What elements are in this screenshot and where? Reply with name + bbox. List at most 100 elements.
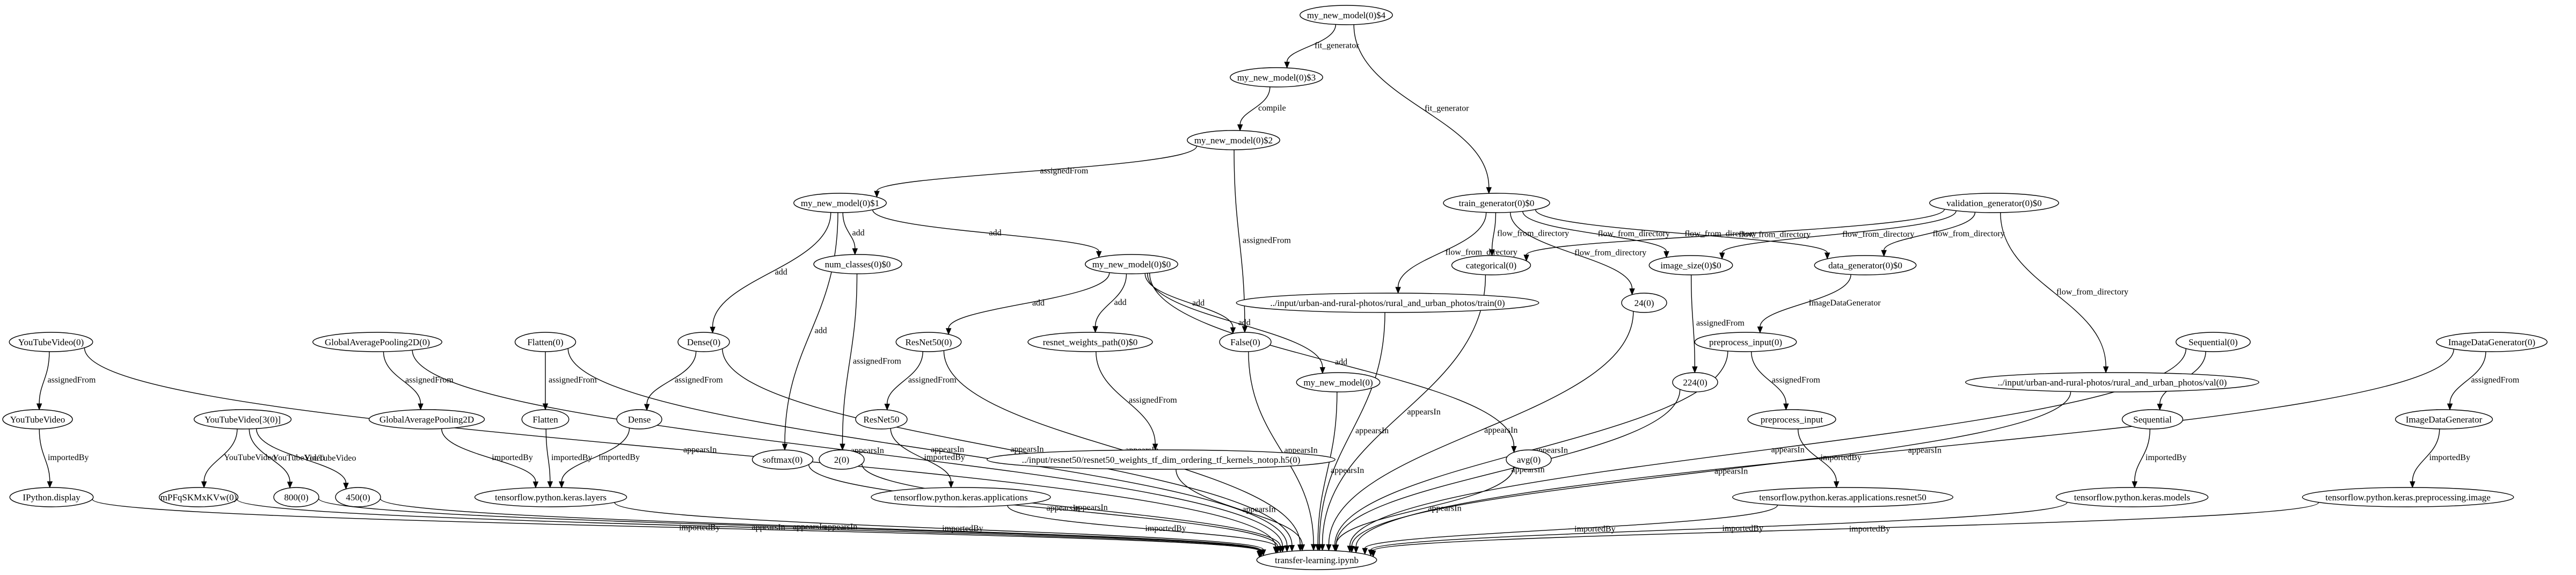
edge-m0-to-rwp: add — [1092, 273, 1127, 333]
node-label: my_new_model(0)$3 — [1237, 72, 1316, 83]
edge-line — [318, 498, 1261, 551]
edge-n800-to-tl: appearsIn — [318, 498, 1264, 557]
node-ellipse — [1965, 372, 2259, 392]
node-label: preprocess_input — [1761, 414, 1823, 425]
node-softmax: softmax(0) — [751, 449, 814, 470]
arrow-head — [1096, 251, 1102, 258]
edge-yt30-to-n450: YouTubeVideo — [256, 428, 356, 490]
edge-line — [1370, 502, 2068, 550]
edge-label-assignedfrom: assignedFrom — [908, 376, 957, 385]
node-ellipse — [1219, 332, 1272, 352]
edge-label-add: add — [1192, 299, 1205, 308]
node-r50_0: ResNet50(0) — [895, 332, 962, 352]
arrow-head — [418, 403, 424, 411]
node-gap: GlobalAveragePooling2D — [368, 409, 485, 430]
node-ellipse — [1747, 409, 1836, 430]
arrow-head — [1486, 187, 1492, 194]
node-label: 224(0) — [1683, 377, 1707, 388]
edge-label-assignedfrom: assignedFrom — [853, 357, 901, 366]
edge-label-appearsin: appearsIn — [1484, 426, 1517, 435]
edge-line — [948, 272, 1110, 329]
edge-line — [1234, 149, 1245, 327]
edge-label-youtubevideo: YouTubeVideo — [224, 453, 275, 462]
arrow-head — [1289, 545, 1295, 552]
arrow-head — [840, 443, 845, 451]
arrow-head — [1310, 544, 1317, 551]
edge-m3-to-m2: compile — [1237, 86, 1286, 132]
arrow-head — [287, 482, 293, 489]
edge-label-assignedfrom: assignedFrom — [1129, 396, 1177, 405]
edge-label-add: add — [1114, 298, 1127, 307]
edge-yt0-to-tl: appearsIn — [84, 347, 1279, 554]
node-rpath: ../input/resnet50/resnet50_weights_tf_di… — [987, 449, 1336, 470]
arrow-head — [547, 481, 553, 489]
edge-label-add: add — [1238, 318, 1251, 327]
node-false: False(0) — [1219, 332, 1272, 352]
edge-label-importedby: importedBy — [924, 453, 965, 462]
edge-label-appearsin: appearsIn — [1074, 503, 1107, 512]
arrow-head — [945, 328, 952, 336]
node-label: Flatten(0) — [527, 337, 563, 347]
edge-line — [1351, 391, 2071, 547]
node-gap0: GlobalAveragePooling2D(0) — [312, 332, 442, 352]
edge-line — [784, 212, 838, 445]
node-label: ../input/resnet50/resnet50_weights_tf_di… — [1022, 455, 1301, 465]
node-label: train_generator(0)$0 — [1459, 198, 1535, 208]
arrow-head — [2132, 481, 2137, 489]
graph-nodes: my_new_model(0)$4 my_new_model(0)$3 my_new… — [2, 5, 2548, 570]
edge-n224-to-tl: appearsIn — [1333, 389, 1681, 552]
edge-label-appearsin: appearsIn — [851, 446, 884, 455]
node-ellipse — [474, 487, 627, 507]
arrow-head — [2447, 403, 2453, 411]
node-ellipse — [158, 487, 239, 507]
edge-line — [1355, 349, 2454, 547]
edge-dense-to-tkl: importedBy — [559, 428, 640, 489]
edge-label-importedby: importedBy — [48, 453, 89, 462]
edge-m0-to-r50_0: add — [945, 272, 1110, 336]
edge-seq-to-tkm: importedBy — [2132, 428, 2186, 489]
node-label: 24(0) — [1634, 298, 1654, 308]
node-idg: ImageDataGenerator — [2395, 409, 2493, 430]
edge-label-appearsin: appearsIn — [1407, 407, 1441, 417]
edge-line — [567, 348, 1288, 546]
edge-tg-to-n24: flow_from_directory — [1510, 212, 1646, 296]
edge-line — [1750, 351, 1787, 404]
edge-line — [383, 351, 421, 404]
node-ellipse — [2176, 332, 2251, 352]
node-label: YouTubeVideo — [10, 414, 65, 425]
edge-label-imagedatagenerator: ImageDataGenerator — [1809, 299, 1881, 308]
node-label: IPython.display — [23, 492, 81, 503]
node-label: ImageDataGenerator(0) — [2448, 337, 2535, 347]
edge-line — [92, 499, 1260, 552]
node-label: my_new_model(0)$4 — [1307, 10, 1386, 20]
node-label: my_new_model(0)$1 — [801, 198, 879, 208]
node-ellipse — [2055, 487, 2209, 507]
node-ellipse — [368, 409, 485, 430]
edge-label-add: add — [814, 326, 827, 336]
arrow-head — [343, 483, 349, 490]
node-ellipse — [1236, 293, 1539, 313]
edge-label-flow-from-directory: flow_from_directory — [2056, 288, 2128, 297]
edge-tg-to-trainp: flow_from_directory — [1395, 212, 1517, 294]
node-tka: tensorflow.python.keras.applications — [871, 487, 1051, 507]
edge-label-importedby: importedBy — [551, 453, 592, 462]
node-ellipse — [987, 449, 1336, 470]
edge-dense0-to-dense: assignedFrom — [644, 351, 723, 411]
edge-trainp-to-tl: appearsIn — [1316, 312, 1389, 551]
arrow-head — [1370, 550, 1376, 558]
node-m2: my_new_model(0)$2 — [1187, 130, 1280, 150]
node-label: categorical(0) — [1466, 260, 1516, 271]
edge-line — [808, 464, 1278, 547]
node-label: my_new_model(0)$0 — [1092, 259, 1171, 270]
node-seq: Sequential — [2121, 409, 2184, 430]
node-label: validation_generator(0)$0 — [1946, 198, 2042, 208]
arrow-head — [1824, 252, 1830, 260]
edge-rpath-to-tl: appearsIn — [1176, 469, 1305, 551]
node-seq0: Sequential(0) — [2176, 332, 2251, 352]
node-label: Sequential — [2133, 414, 2172, 425]
arrow-head — [644, 404, 650, 411]
node-tkar: tensorflow.python.keras.applications.res… — [1732, 487, 1953, 507]
node-label: ImageDataGenerator — [2406, 414, 2483, 425]
edge-yt30-to-n800: YouTubeVideo — [249, 428, 325, 489]
node-tg: train_generator(0)$0 — [1443, 193, 1550, 213]
